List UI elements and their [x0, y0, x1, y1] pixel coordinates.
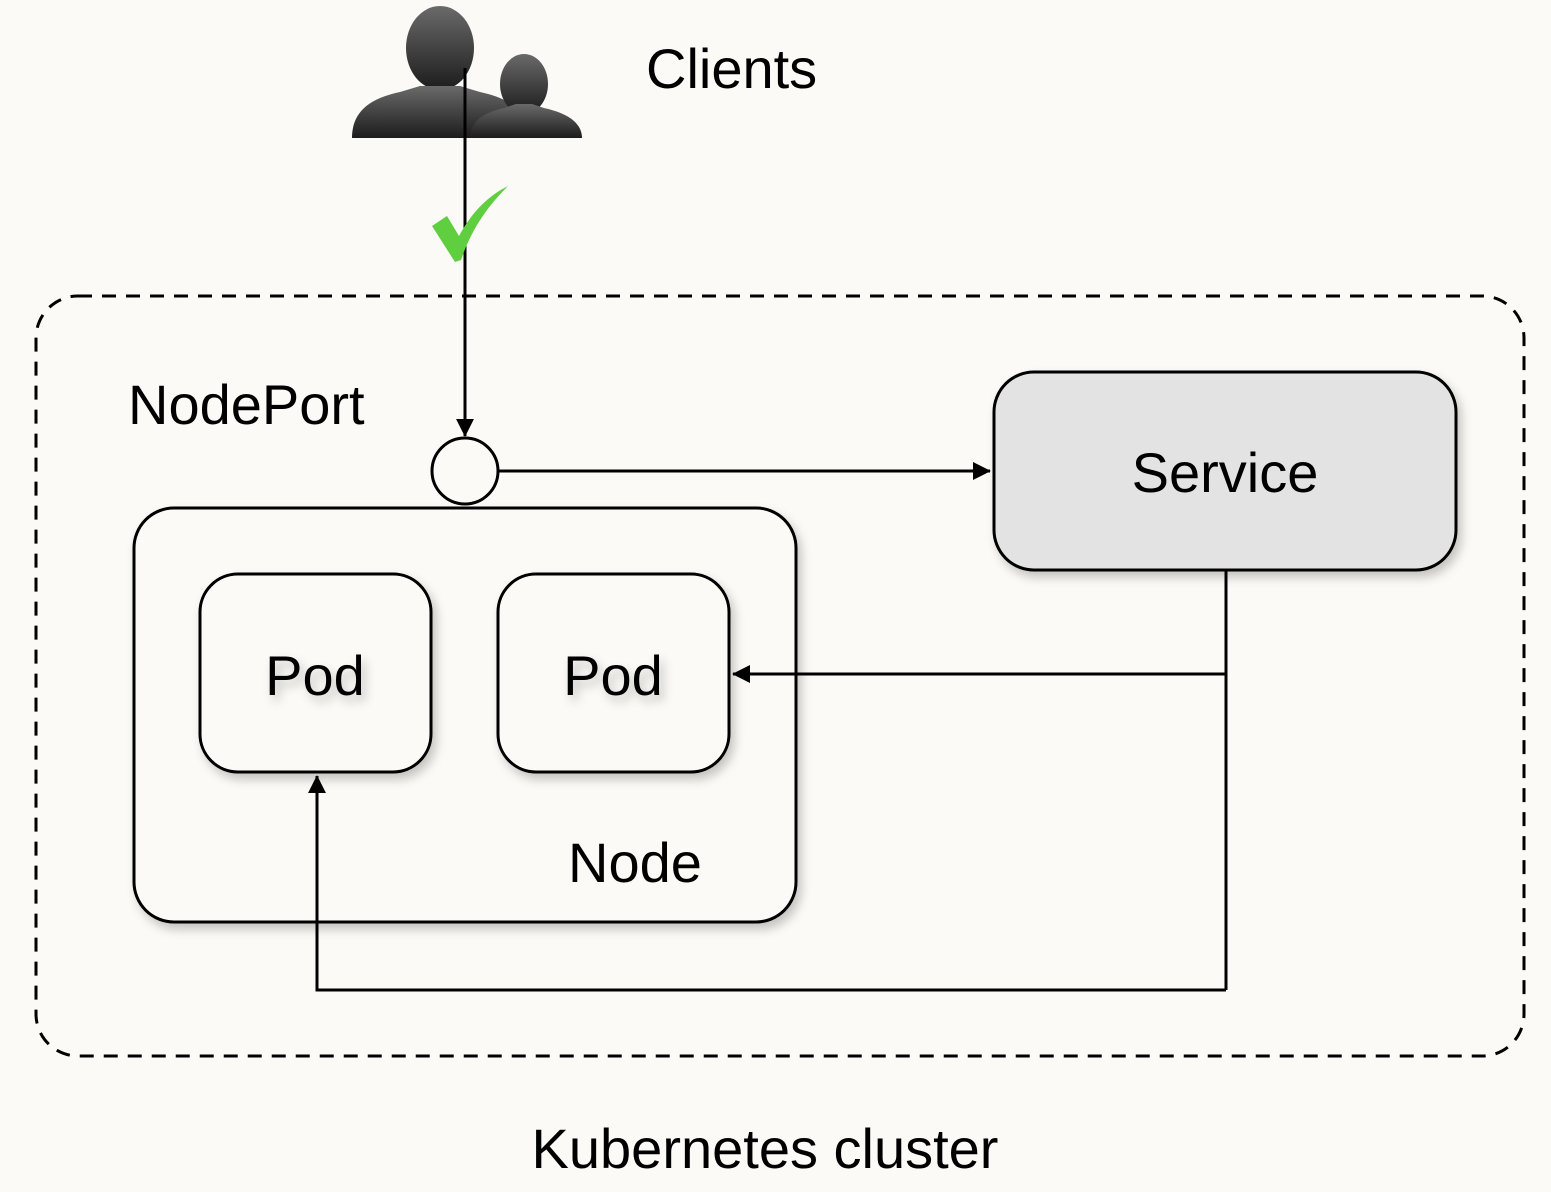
cluster-boundary: [34, 294, 1526, 1058]
checkmark-icon: [432, 186, 508, 262]
pod-right-label: Pod: [563, 644, 663, 707]
node-label: Node: [568, 831, 702, 894]
service-label: Service: [1132, 441, 1319, 504]
pod-right-box: [496, 572, 731, 774]
service-to-pod-left-arrow: [308, 775, 1226, 992]
pod-left-label: Pod: [265, 644, 365, 707]
nodeport-label: NodePort: [128, 373, 365, 436]
cluster-label: Kubernetes cluster: [532, 1117, 999, 1180]
pod-left-box: [198, 572, 433, 774]
clients-label: Clients: [646, 37, 817, 100]
users-icon: [352, 6, 582, 138]
nodeport-circle: [430, 436, 500, 506]
